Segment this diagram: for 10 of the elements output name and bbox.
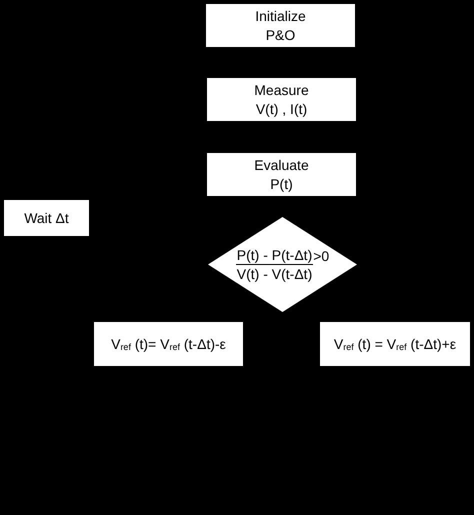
denominator-text: V(t) - V(t-Δt): [236, 265, 312, 284]
decision-diamond: [208, 217, 357, 312]
process-box: Initialize P&O: [206, 4, 355, 47]
process-box: Wait Δt: [4, 200, 89, 236]
process-box: Evaluate P(t): [207, 153, 356, 196]
process-box: V$_{ref}$ (t)= V$_{ref}$ (t-Δt)-ε: [94, 322, 243, 366]
process-box: Measure V(t) , I(t): [207, 78, 356, 121]
process-box: V$_{ref}$ (t) = V$_{ref}$ (t-Δt)+ε: [320, 322, 470, 366]
comparison-text: >0: [313, 247, 330, 266]
numerator-text: P(t) - P(t-Δt): [236, 246, 314, 265]
